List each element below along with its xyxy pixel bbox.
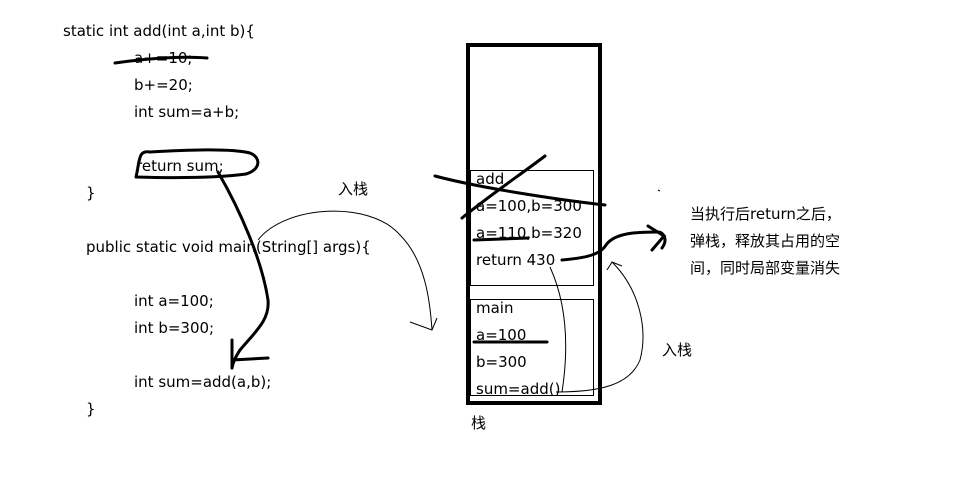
pop-arrow-head bbox=[646, 224, 667, 252]
add-line-2: b+=20; bbox=[134, 76, 193, 94]
pop-arrow bbox=[560, 230, 667, 262]
cross-stroke-2 bbox=[460, 154, 547, 220]
main-frame-line-3: sum=add() bbox=[476, 380, 561, 398]
cross-stroke-1 bbox=[433, 174, 607, 207]
stack-container bbox=[466, 43, 602, 405]
push-arrow-left-head bbox=[409, 317, 438, 331]
push-label-top: 入栈 bbox=[338, 180, 369, 198]
main-signature: public static void main(String[] args){ bbox=[86, 238, 371, 256]
underline-a110 bbox=[472, 236, 530, 242]
small-tick bbox=[657, 189, 661, 192]
main-line-1: int a=100; bbox=[134, 292, 214, 310]
main-frame-title: main bbox=[476, 299, 514, 317]
main-frame-line-1: a=100 bbox=[476, 326, 527, 344]
return-note-line-3: 间，同时局部变量消失 bbox=[690, 259, 841, 277]
add-line-3: int sum=a+b; bbox=[134, 103, 240, 121]
return-value-line bbox=[549, 266, 567, 393]
push-label-right: 入栈 bbox=[662, 341, 693, 359]
push-arrow-right bbox=[555, 261, 644, 393]
strike-a-plus-10 bbox=[113, 55, 209, 65]
return-to-caller-arrow bbox=[216, 170, 270, 370]
add-stack-frame bbox=[470, 170, 594, 286]
return-sum-loop bbox=[134, 148, 260, 180]
main-close-brace: } bbox=[86, 400, 96, 418]
main-line-2: int b=300; bbox=[134, 319, 215, 337]
return-note-line-1: 当执行后return之后， bbox=[690, 205, 841, 223]
main-frame-line-2: b=300 bbox=[476, 353, 527, 371]
main-stack-frame bbox=[470, 299, 594, 396]
push-arrow-right-head bbox=[606, 261, 623, 271]
add-frame-line-3: return 430 bbox=[476, 251, 556, 269]
add-signature: static int add(int a,int b){ bbox=[63, 22, 255, 40]
stack-label: 栈 bbox=[471, 414, 487, 432]
add-return: return sum; bbox=[136, 157, 224, 175]
push-arrow-left bbox=[257, 210, 433, 331]
add-close-brace: } bbox=[86, 184, 96, 202]
add-frame-line-1: a=100,b=300 bbox=[476, 197, 582, 215]
add-frame-title: add bbox=[476, 170, 505, 188]
return-note-line-2: 弹栈，释放其占用的空 bbox=[690, 232, 841, 250]
return-arrow-head-b bbox=[230, 356, 270, 362]
main-line-3: int sum=add(a,b); bbox=[134, 373, 272, 391]
